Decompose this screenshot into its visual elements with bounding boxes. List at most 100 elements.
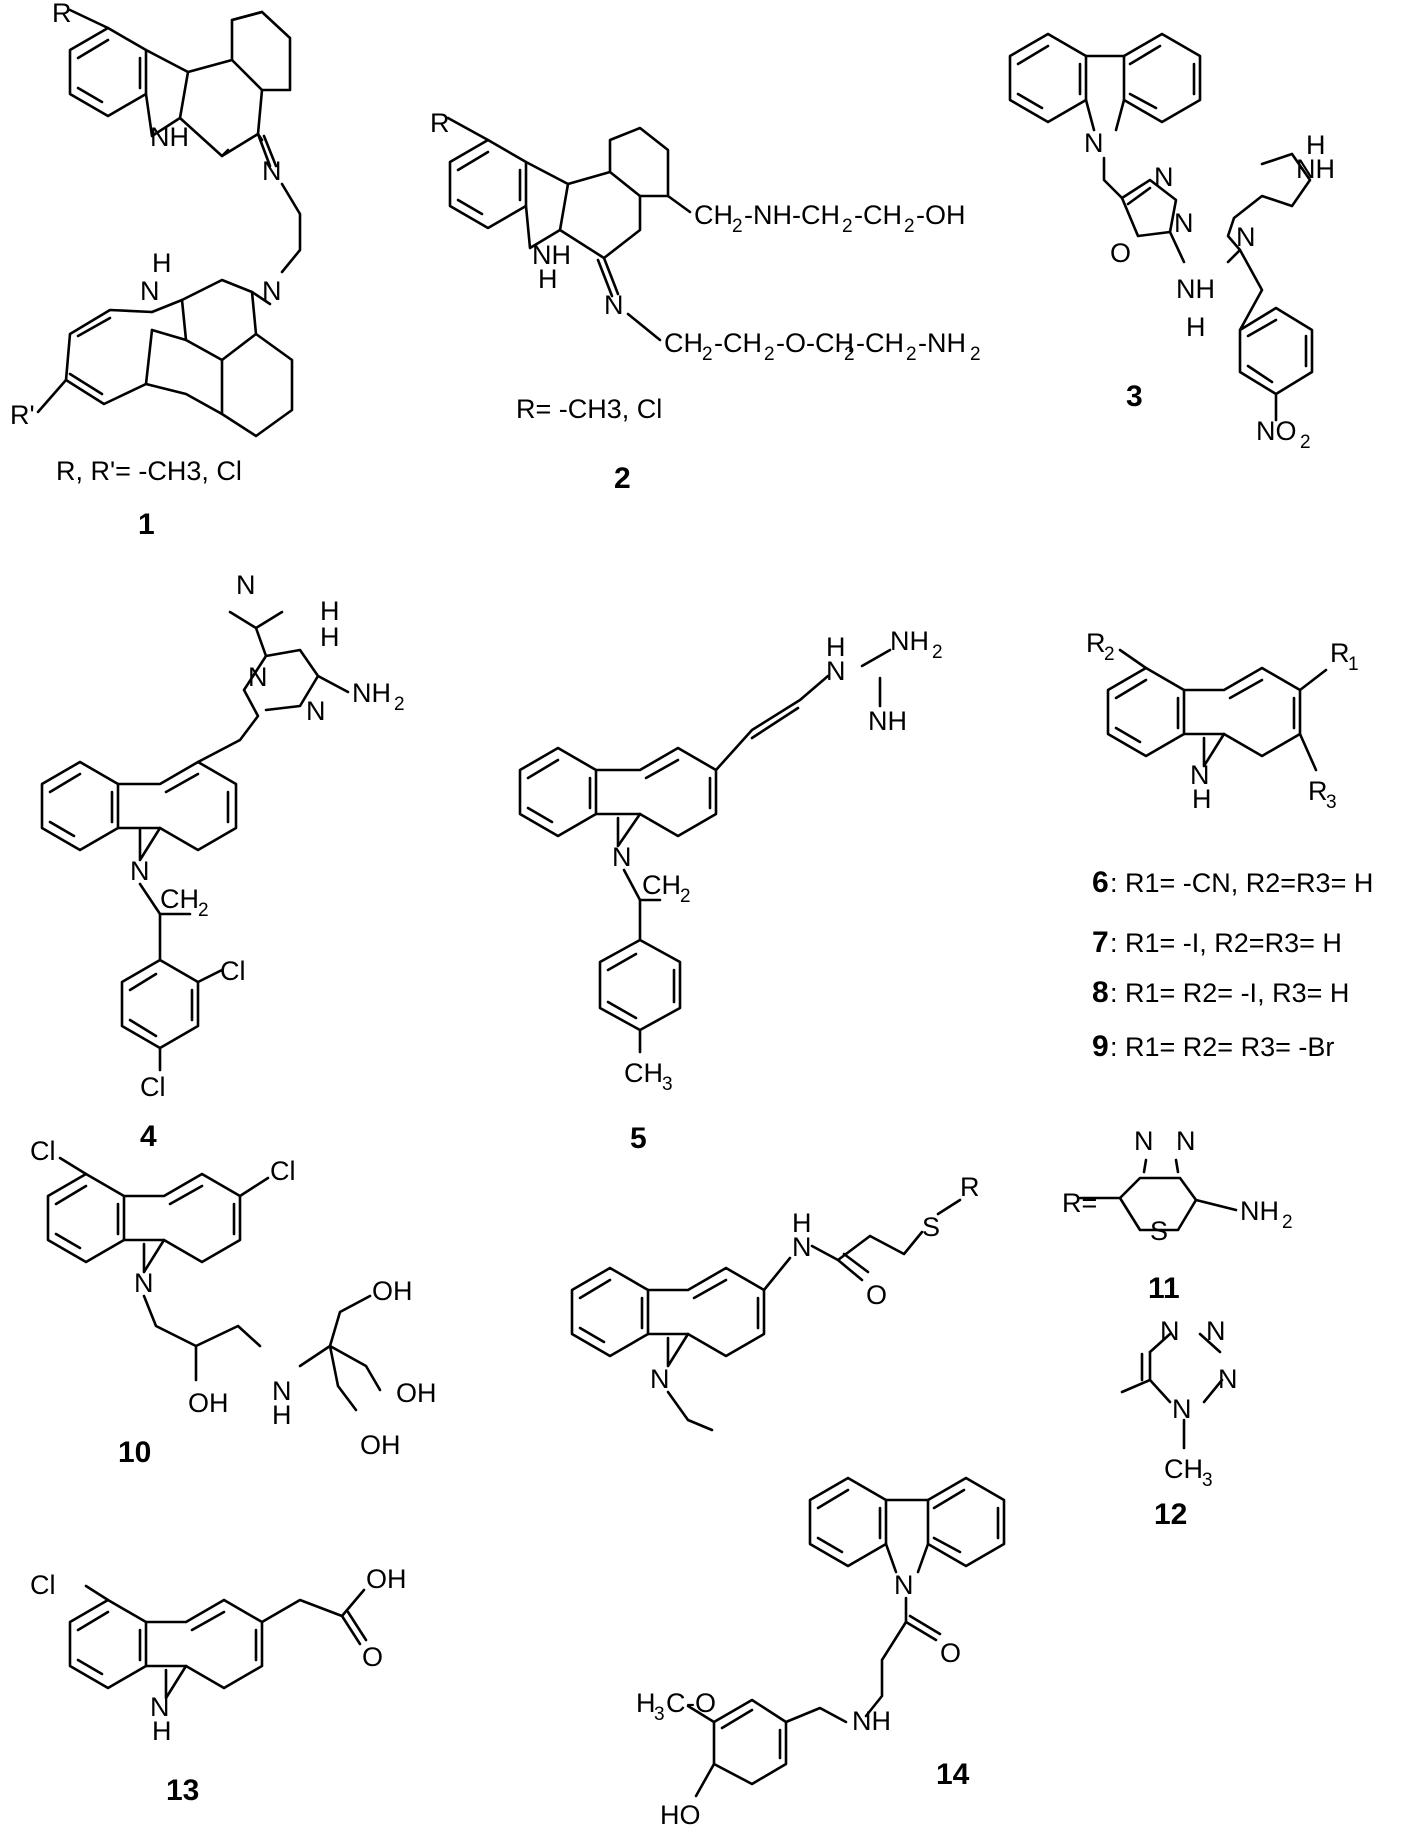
subscript-2: 2 [732, 216, 743, 237]
oh-label: OH [188, 1388, 229, 1418]
r2-label: R [1086, 628, 1106, 658]
nh-label: NH [532, 240, 571, 270]
n-label: N [604, 290, 624, 320]
n-label: N [1154, 162, 1174, 192]
h-label: H [320, 596, 340, 626]
compound-3-number: 3 [1126, 380, 1143, 413]
subscript-3: 3 [1202, 1470, 1213, 1491]
n-label: N [612, 842, 632, 872]
subscript-1: 1 [1348, 654, 1359, 675]
compound-2-structure: R NH H N CH 2 -NH-CH 2 -CH 2 -OH CH 2 -C… [430, 108, 981, 495]
h-label: H [320, 622, 340, 652]
n-label: N [262, 156, 282, 186]
h-label: H [152, 248, 172, 278]
n-label: N [1134, 1126, 1154, 1156]
ch3-label: CH [1164, 1454, 1203, 1484]
h-label: H [826, 632, 846, 662]
compound-13-number: 13 [166, 1774, 199, 1807]
nh-label: N [826, 656, 846, 686]
compound-10-number: 10 [118, 1436, 151, 1469]
compound-2-number: 2 [614, 462, 631, 495]
compound-12-structure: N N N N CH 3 12 [1120, 1316, 1238, 1531]
compound-4-structure: N N N H H NH 2 N CH 2 Cl Cl 4 [40, 570, 405, 1153]
nh-label: N [150, 1692, 170, 1722]
subscript-3: 3 [662, 1074, 673, 1095]
h3c-label: H [636, 1688, 656, 1718]
ch3-label: CH [624, 1058, 663, 1088]
n-label: N [894, 1570, 914, 1600]
subscript-2: 2 [702, 344, 713, 365]
n-label: N [248, 662, 268, 692]
compound-14-structure: N O NH H 3 C -O HO 14 [636, 1476, 1006, 1830]
nh-label: NH [868, 706, 907, 736]
compound-7-number: 7 [1092, 926, 1109, 959]
subscript-2: 2 [680, 886, 691, 907]
h-label: H [538, 264, 558, 294]
o-label: O [940, 1638, 961, 1668]
h-label: H [1306, 130, 1326, 160]
chain-label: -NH [918, 328, 966, 358]
o-label: O [1110, 238, 1131, 268]
subscript-2: 2 [906, 344, 917, 365]
subscript-2: 2 [764, 344, 775, 365]
subscript-2: 2 [394, 694, 405, 715]
subscript-2: 2 [1104, 644, 1115, 665]
n-label: N [306, 696, 326, 726]
nh-label: N [792, 1232, 812, 1262]
compound-1-structure: R NH N N H N R' R, R'= -CH3, Cl 1 [10, 0, 302, 541]
n-label: N [134, 1268, 154, 1298]
compound-5-number: 5 [630, 1122, 647, 1155]
subscript-2: 2 [198, 900, 209, 921]
r3-label: R [1308, 776, 1328, 806]
cl-label: Cl [220, 956, 246, 986]
compound-9-number: 9 [1092, 1030, 1109, 1063]
oh-label: OH [372, 1276, 413, 1306]
h-label: H [152, 1716, 172, 1746]
compound-12-number: 12 [1154, 1498, 1187, 1531]
ch-label: CH [664, 328, 703, 358]
oh-label: OH [366, 1564, 407, 1594]
o-label: O [362, 1642, 383, 1672]
chain-label: -CH [856, 328, 904, 358]
chain-label: -NH-CH [744, 200, 840, 230]
h-label: H [1192, 784, 1212, 814]
s-label: S [1150, 1216, 1168, 1246]
s-label: S [922, 1212, 940, 1242]
h-label: H [1186, 312, 1206, 342]
nh-label: NH [1296, 154, 1335, 184]
compound-11-caption: R= [1062, 1188, 1097, 1218]
subscript-2: 2 [844, 344, 855, 365]
chain-label: -OH [916, 200, 966, 230]
chain-label: -CH [714, 328, 762, 358]
subscript-3: 3 [654, 1704, 665, 1725]
n-label: N [1218, 1364, 1238, 1394]
compound-6-number: 6 [1092, 866, 1109, 899]
h-label: H [792, 1208, 812, 1238]
ch2-label: CH [642, 870, 681, 900]
nh-label: N [272, 1376, 292, 1406]
methoxy-o-label: -O [686, 1688, 716, 1718]
subscript-3: 3 [1326, 792, 1337, 813]
compound-5-structure: N CH 2 CH 3 N H NH 2 NH 5 [518, 626, 943, 1155]
n-label: N [1174, 208, 1194, 238]
cl-label: Cl [140, 1072, 166, 1102]
n-label: N [140, 276, 160, 306]
cl-label: Cl [30, 1136, 56, 1166]
nh2-label: NH [352, 678, 391, 708]
n-label: N [1160, 1316, 1180, 1346]
ch-label: CH [694, 200, 733, 230]
compound-7-caption: : R1= -I, R2=R3= H [1110, 928, 1342, 958]
h-label: H [272, 1400, 292, 1430]
oh-label: OH [396, 1378, 437, 1408]
c-label: C [666, 1688, 686, 1718]
compound-2-caption: R= -CH3, Cl [516, 394, 662, 424]
subscript-2: 2 [1300, 432, 1311, 453]
compound-11-number: 11 [1148, 1272, 1180, 1305]
nh-label: NH [852, 1706, 891, 1736]
compounds-6-9-structure: R 2 R 1 R 3 N H 6 : R1= -CN, R2=R3= H 7 … [1086, 628, 1373, 1063]
nh-label: N [1190, 760, 1210, 790]
chain-label: -O-CH [776, 328, 854, 358]
nh-label: NH [1176, 274, 1215, 304]
oh-label: OH [360, 1430, 401, 1460]
